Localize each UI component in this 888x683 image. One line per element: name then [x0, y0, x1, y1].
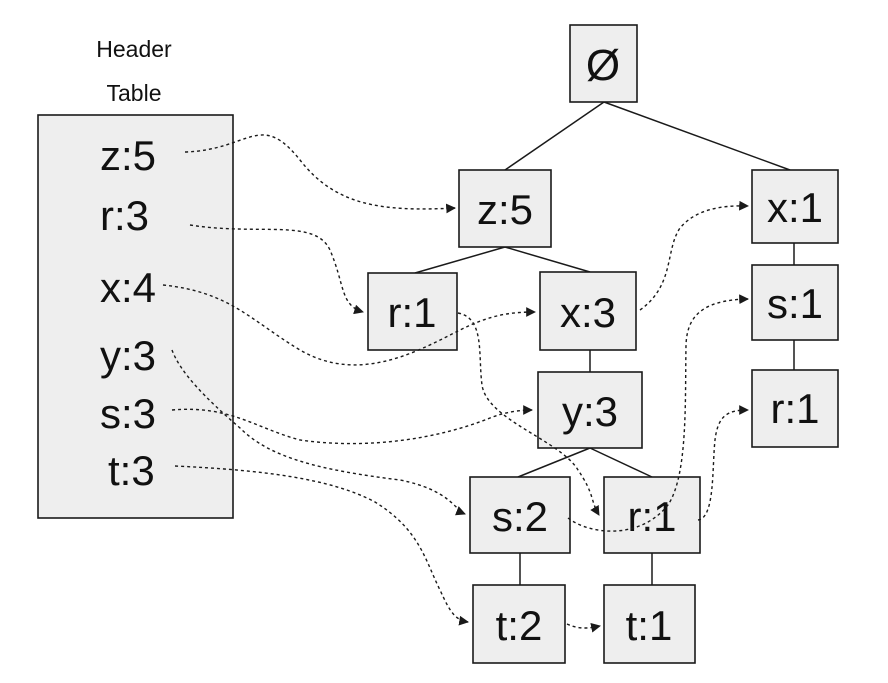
link-r1a-to-r1b: [457, 312, 600, 516]
tree-node-r1-b-label: r:1: [627, 493, 676, 540]
tree-node-t2: [472, 584, 566, 664]
header-table-caption-line1: Header: [96, 36, 172, 62]
tree-node-z5: [458, 169, 552, 248]
tree-node-r1-c: [751, 369, 839, 448]
header-entry-r: r:3: [100, 192, 149, 239]
header-entry-s: s:3: [100, 390, 156, 437]
tree-node-root: [569, 24, 638, 103]
link-header-z-to-z5: [184, 134, 456, 214]
link-header-r-to-r1a: [189, 224, 364, 315]
link-header-t-to-t2: [174, 465, 469, 626]
tree-node-x1: [751, 169, 839, 244]
header-table-box: [37, 114, 234, 519]
tree-node-y3: [537, 371, 643, 449]
tree-node-t1: [603, 584, 696, 664]
tree-node-y3-label: y:3: [562, 388, 618, 435]
link-s2-to-s1: [567, 294, 749, 532]
tree-node-x3-label: x:3: [560, 289, 616, 336]
tree-node-t2-label: t:2: [496, 602, 543, 649]
tree-node-s1: [751, 264, 839, 341]
edge-y3-s2: [517, 447, 591, 478]
edge-root-z5: [504, 101, 605, 171]
header-table-caption-line2: Table: [107, 80, 162, 106]
link-t2-to-t1: [566, 622, 601, 633]
tree-node-x3: [539, 271, 637, 351]
tree-node-r1-c-label: r:1: [770, 385, 819, 432]
tree-node-root-label: Ø: [586, 41, 620, 90]
edge-root-x1: [603, 101, 791, 171]
tree-node-r1-a: [367, 272, 458, 351]
link-r1b-to-r1c: [697, 405, 749, 521]
link-header-s-to-y3: [171, 405, 533, 445]
link-x3-to-x1: [639, 200, 749, 311]
header-entry-y: y:3: [100, 332, 156, 379]
tree-node-s2-label: s:2: [492, 493, 548, 540]
tree-node-r1-b: [603, 476, 701, 554]
edge-z5-r1a: [414, 246, 506, 274]
header-entry-x: x:4: [100, 264, 156, 311]
tree-node-x1-label: x:1: [767, 184, 823, 231]
tree-node-s1-label: s:1: [767, 280, 823, 327]
edge-z5-x3: [504, 246, 591, 273]
tree-node-t1-label: t:1: [626, 602, 673, 649]
link-header-y-to-s2: [171, 349, 466, 516]
tree-node-s2: [469, 476, 571, 554]
header-entry-t: t:3: [108, 447, 155, 494]
tree-node-r1-a-label: r:1: [387, 289, 436, 336]
header-entry-z: z:5: [100, 132, 156, 179]
tree-node-z5-label: z:5: [477, 186, 533, 233]
link-header-x-to-x3: [162, 284, 536, 366]
edge-y3-r1b: [589, 447, 653, 478]
